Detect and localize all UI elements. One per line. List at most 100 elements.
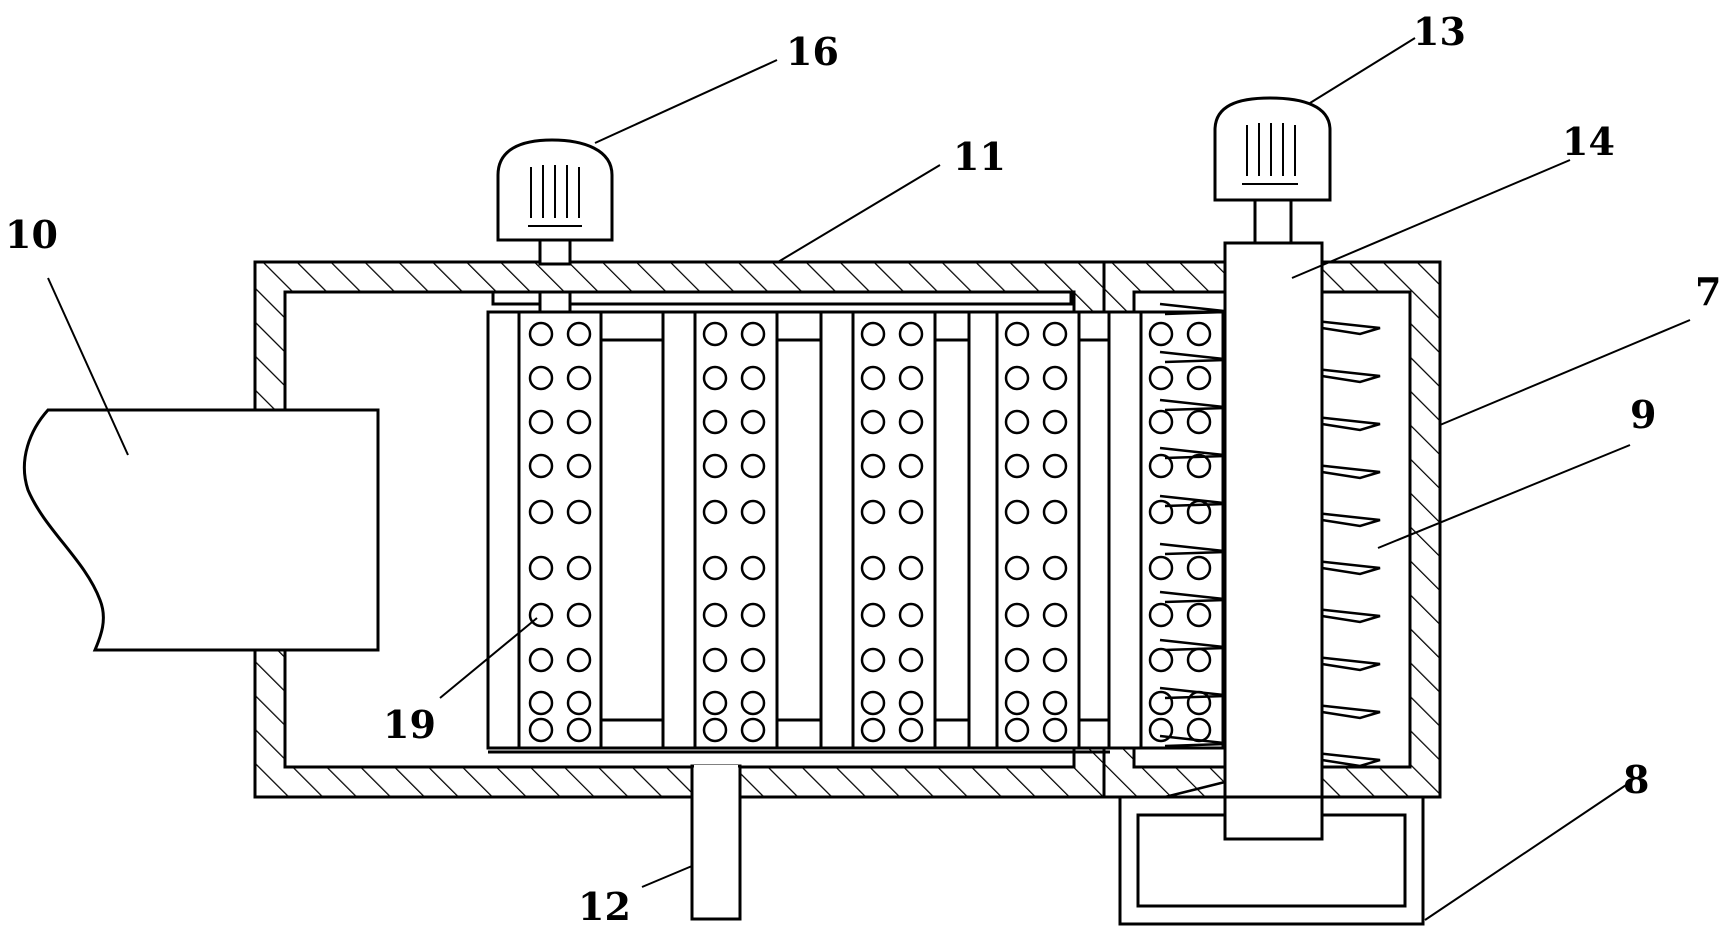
filter-hole [1042, 499, 1068, 525]
filter-hole [566, 499, 592, 525]
blade-edge [1164, 310, 1226, 316]
filter-hole [1004, 602, 1030, 628]
filter-hole [740, 555, 766, 581]
filter-hole [528, 321, 554, 347]
filter-hole [860, 499, 886, 525]
filter-hole [1004, 499, 1030, 525]
filter-hole [1148, 602, 1174, 628]
motor-16 [496, 138, 614, 314]
filter-hole [702, 409, 728, 435]
blade-edge [1164, 502, 1226, 508]
label-11: 11 [953, 134, 1006, 179]
label-7: 7 [1695, 269, 1721, 314]
inlet-pipe [23, 408, 380, 652]
filter-hole [860, 555, 886, 581]
outlet-pipe [690, 764, 742, 921]
filter-hole [1042, 555, 1068, 581]
filter-hole [860, 690, 886, 716]
filter-hole [1004, 555, 1030, 581]
filter-hole [860, 717, 886, 743]
filter-hole [702, 321, 728, 347]
filter-hole [1186, 365, 1212, 391]
filter-hole [702, 365, 728, 391]
filter-hole [566, 365, 592, 391]
filter-hole [528, 717, 554, 743]
filter-hole [1042, 453, 1068, 479]
filter-hole [566, 409, 592, 435]
filter-hole [740, 453, 766, 479]
filter-hole [1004, 453, 1030, 479]
label-14: 14 [1562, 119, 1615, 164]
filter-hole [860, 602, 886, 628]
filter-hole [1042, 602, 1068, 628]
filter-hole [740, 321, 766, 347]
filter-hole [1042, 321, 1068, 347]
blade-edge [1164, 598, 1226, 604]
filter-hole [566, 555, 592, 581]
filter-hole [1148, 365, 1174, 391]
filter-hole [898, 321, 924, 347]
filter-hole [566, 717, 592, 743]
filter-hole [528, 409, 554, 435]
blade-edge [1164, 406, 1226, 412]
filter-hole [898, 555, 924, 581]
filter-hole [566, 690, 592, 716]
filter-hole [860, 409, 886, 435]
blade-edge [1164, 742, 1226, 748]
blade-edge [1164, 646, 1226, 652]
filter-hole [566, 647, 592, 673]
filter-hole [1042, 365, 1068, 391]
filter-hole [898, 690, 924, 716]
leader-lines [47, 37, 1691, 921]
filter-hole [1042, 717, 1068, 743]
blade-edge [1164, 780, 1226, 799]
blade-edge [1164, 454, 1226, 460]
filter-hole [1148, 409, 1174, 435]
filter-hole [1186, 321, 1212, 347]
filter-hole [702, 647, 728, 673]
label-13: 13 [1413, 9, 1466, 54]
blade-edge [1164, 358, 1226, 364]
filter-hole [740, 499, 766, 525]
filter-hole [1148, 321, 1174, 347]
filter-hole [1186, 602, 1212, 628]
filter-hole [702, 690, 728, 716]
filter-hole [1186, 409, 1212, 435]
filter-hole [898, 453, 924, 479]
filter-hole [702, 717, 728, 743]
filter-hole [566, 602, 592, 628]
filter-hole [898, 499, 924, 525]
filter-hole [1004, 690, 1030, 716]
filter-hole [528, 499, 554, 525]
filter-hole [528, 365, 554, 391]
filter-hole [1004, 717, 1030, 743]
filter-hole [566, 453, 592, 479]
filter-hole [740, 365, 766, 391]
filter-hole [1004, 647, 1030, 673]
filter-hole [1004, 365, 1030, 391]
collection-box [1118, 795, 1425, 926]
filter-hole [740, 647, 766, 673]
filter-hole [860, 647, 886, 673]
filter-hole [528, 602, 554, 628]
filter-hole [1004, 409, 1030, 435]
filter-hole [702, 499, 728, 525]
filter-hole [1186, 690, 1212, 716]
blade-edge [1164, 550, 1226, 556]
filter-hole [1148, 647, 1174, 673]
filter-hole [1004, 321, 1030, 347]
screw-shaft [1223, 241, 1324, 841]
filter-hole [566, 321, 592, 347]
filter-hole [528, 690, 554, 716]
filter-hole [1186, 555, 1212, 581]
filter-hole [1042, 647, 1068, 673]
filter-hole [1042, 690, 1068, 716]
filter-hole [1148, 453, 1174, 479]
filter-hole [740, 717, 766, 743]
filter-hole [740, 690, 766, 716]
motor-13 [1213, 96, 1332, 246]
label-12: 12 [578, 884, 631, 929]
filter-hole [740, 602, 766, 628]
filter-hole [528, 555, 554, 581]
